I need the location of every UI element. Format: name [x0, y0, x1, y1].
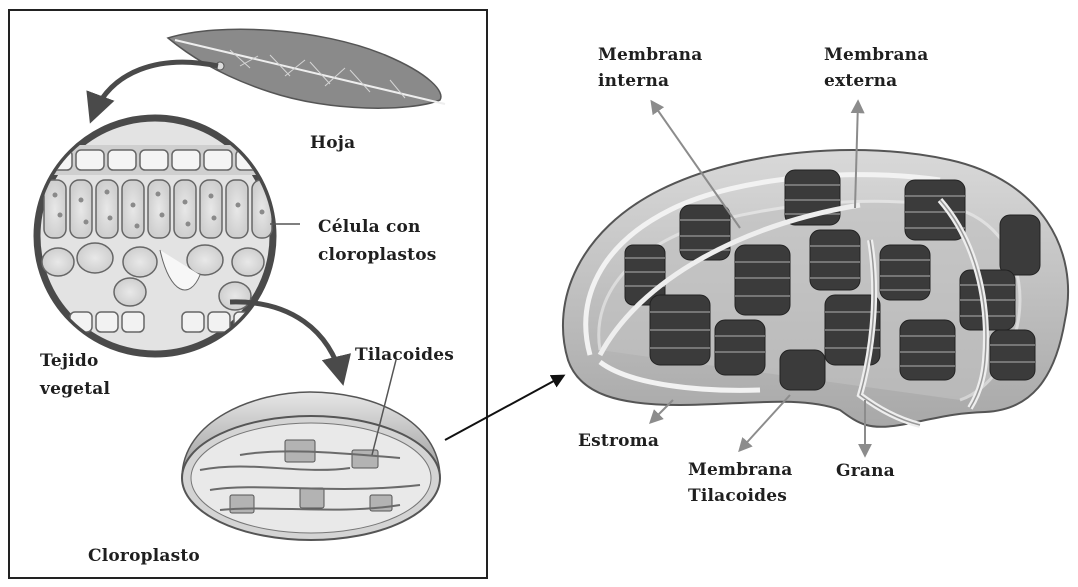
tissue-circle [30, 118, 290, 354]
label-hoja: Hoja [310, 132, 355, 154]
zoom-arrow [445, 376, 563, 440]
leaf-to-tissue-arrow [92, 62, 218, 118]
label-tilacoides-small: Tilacoides [355, 344, 454, 366]
label-estroma: Estroma [578, 430, 659, 452]
label-cloroplasto: Cloroplasto [88, 545, 200, 567]
leaf-illustration [168, 29, 445, 108]
chloroplast-large-illustration [563, 150, 1068, 427]
chloroplast-small-illustration [182, 392, 440, 540]
label-grana: Grana [836, 460, 895, 482]
